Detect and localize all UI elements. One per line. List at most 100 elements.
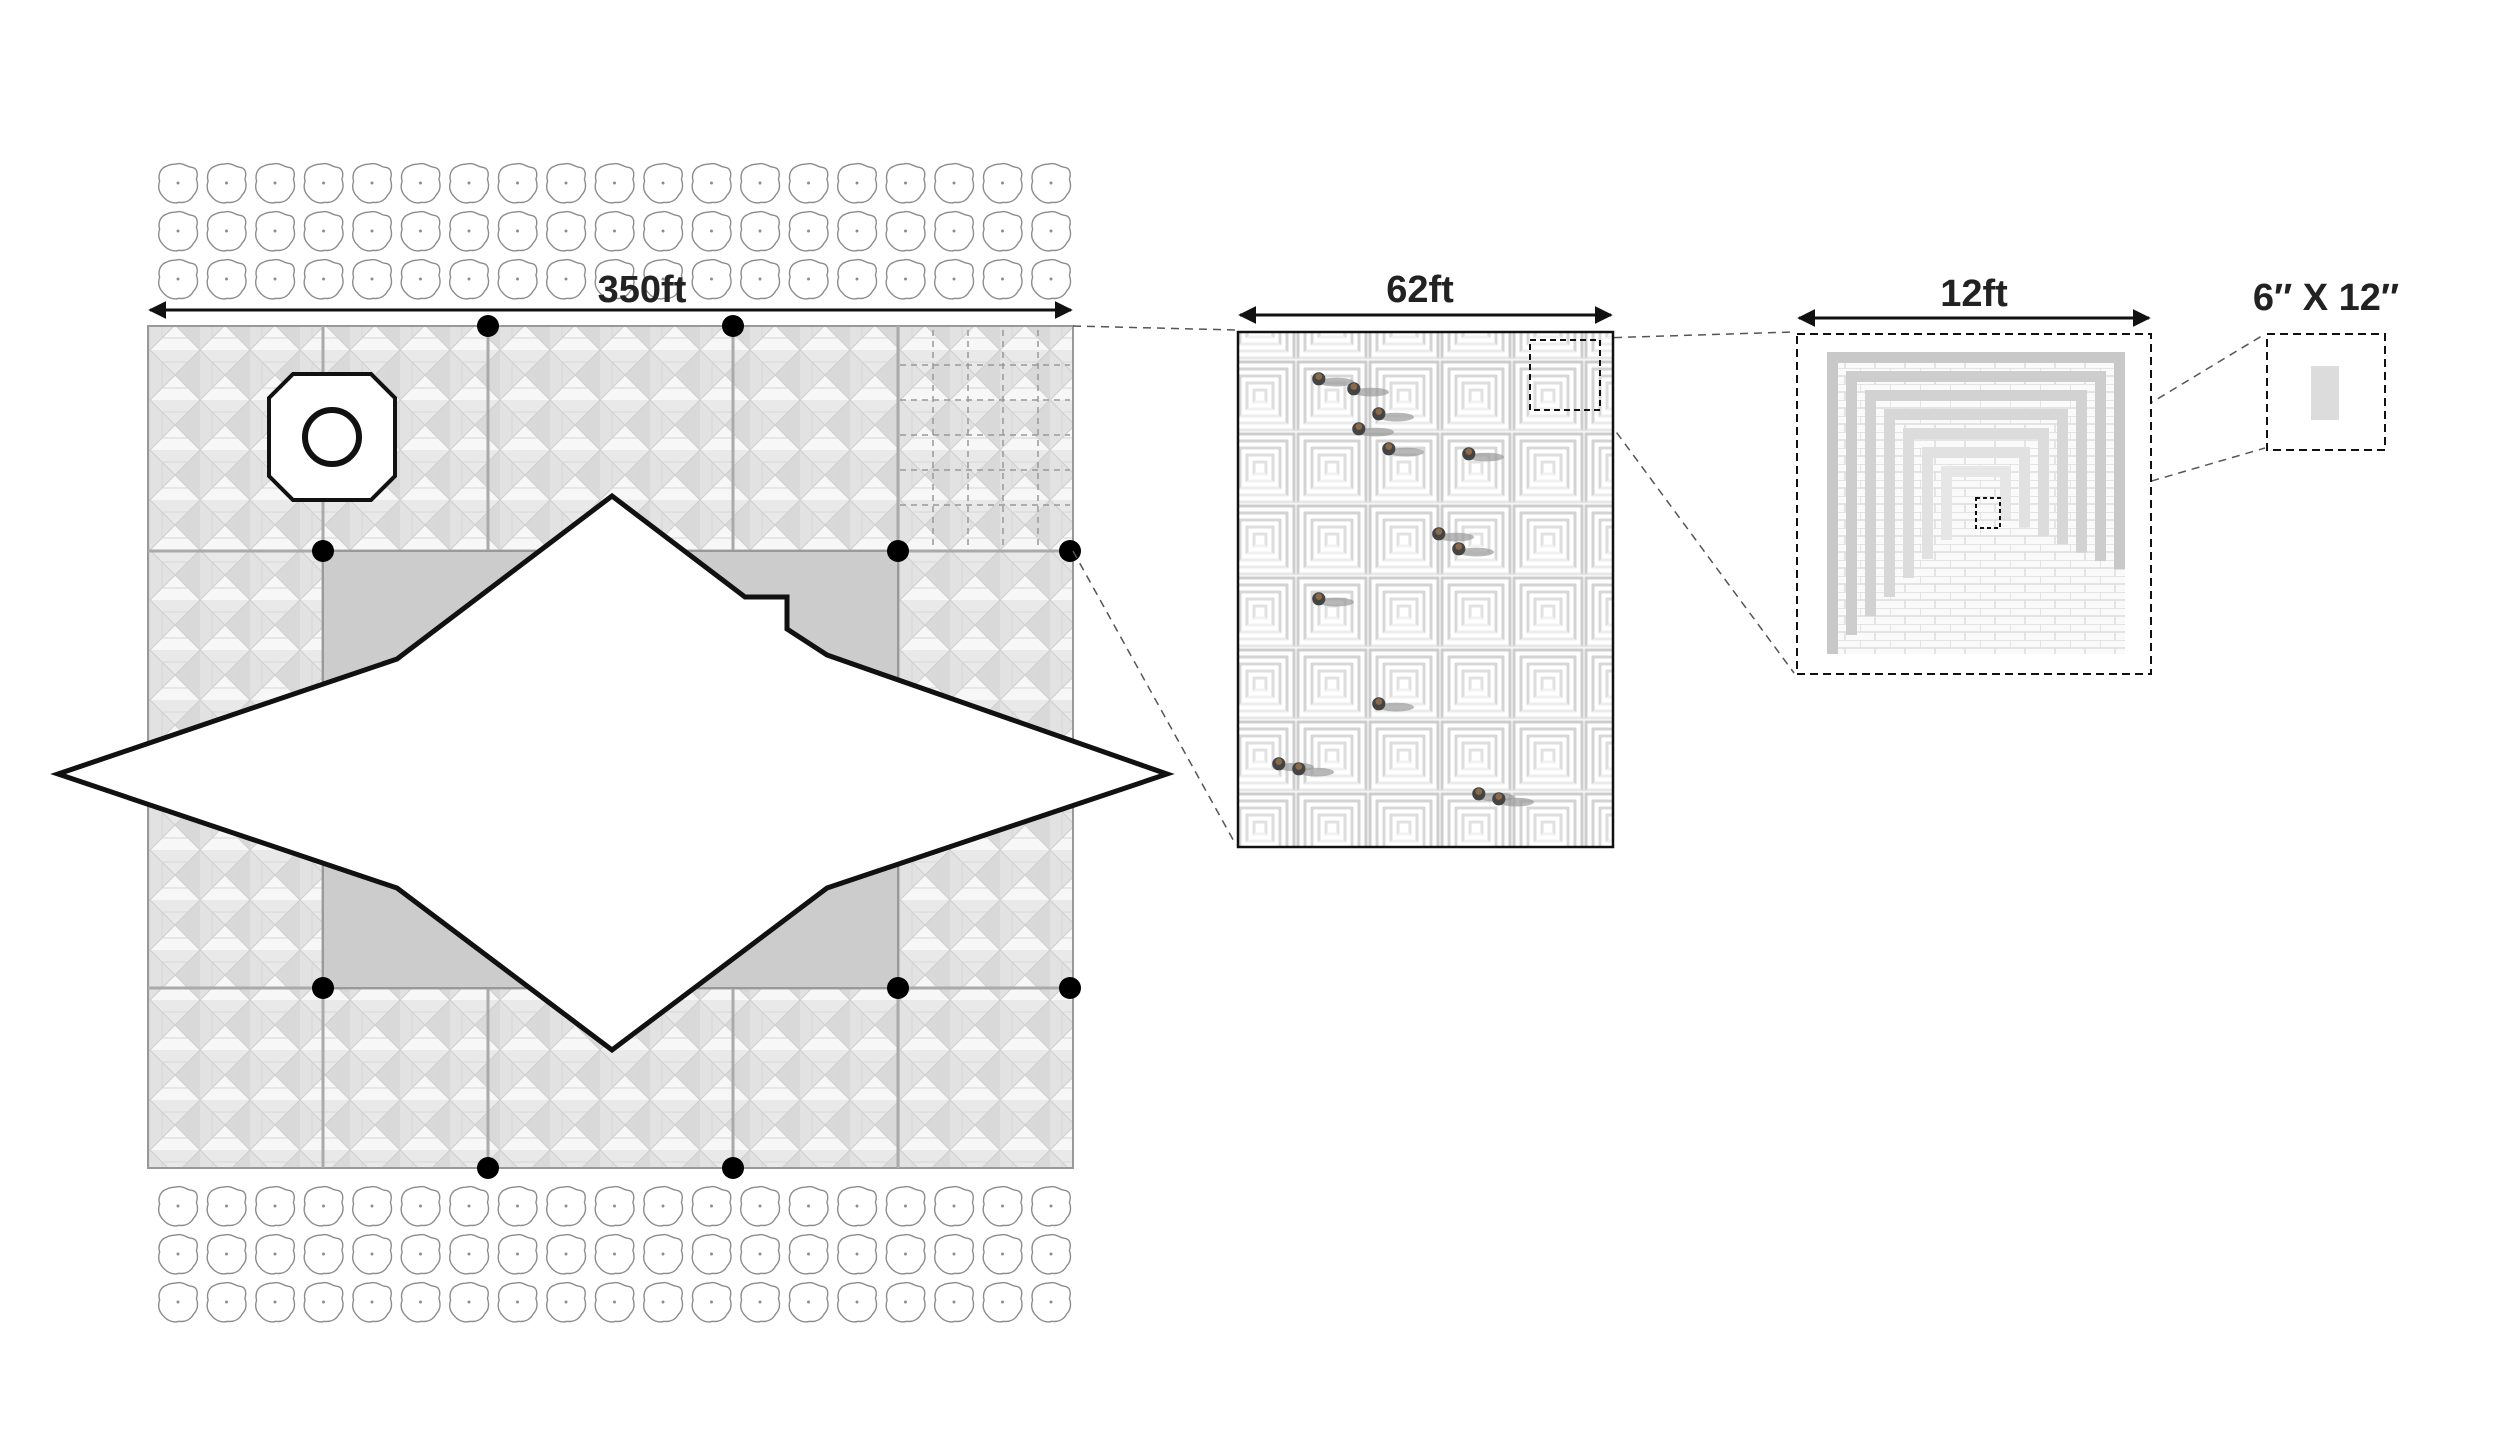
tree-canopy-icon (691, 1233, 732, 1275)
tree-canopy-icon (206, 258, 247, 300)
tree-canopy-icon (934, 258, 975, 300)
tree-canopy-icon (1031, 210, 1072, 252)
tree-canopy-icon (303, 1233, 344, 1275)
building-outline (50, 492, 1175, 1054)
tree-canopy-icon (352, 1233, 393, 1275)
tree-canopy-icon (740, 1281, 781, 1323)
tree-canopy-icon (643, 210, 684, 252)
tree-canopy-icon (594, 162, 635, 204)
dimension-label-paver: 6′′ X 12′′ (2253, 277, 2399, 319)
tree-canopy-icon (400, 162, 441, 204)
tree-canopy-icon (691, 258, 732, 300)
tree-canopy-icon (788, 162, 829, 204)
tree-canopy-icon (400, 258, 441, 300)
tree-canopy-icon (303, 258, 344, 300)
tree-canopy-icon (1031, 1281, 1072, 1323)
paver-ring-right (2019, 447, 2030, 528)
tree-canopy-icon (206, 1281, 247, 1323)
paver-ring-right (2076, 390, 2087, 553)
tree-canopy-icon (594, 1233, 635, 1275)
tree-canopy-icon (255, 258, 296, 300)
tree-row-bottom (158, 1185, 1072, 1323)
tree-canopy-icon (934, 1281, 975, 1323)
tree-canopy-icon (546, 258, 587, 300)
tree-canopy-icon (1031, 162, 1072, 204)
paver-ring-top (1884, 409, 2068, 420)
paver-ring-top (1922, 447, 2030, 458)
paver-ring-top (1827, 352, 2125, 363)
tree-canopy-icon (158, 1233, 199, 1275)
paver-ring-right (2038, 428, 2049, 536)
tree-canopy-icon (497, 1185, 538, 1227)
tree-canopy-icon (982, 210, 1023, 252)
tree-canopy-icon (643, 1185, 684, 1227)
paver-callout-box (1975, 497, 2001, 529)
tree-canopy-icon (788, 258, 829, 300)
tree-canopy-icon (594, 210, 635, 252)
tree-canopy-icon (303, 1281, 344, 1323)
tree-canopy-icon (1031, 1185, 1072, 1227)
dimension-label-350ft: 350ft (598, 269, 687, 311)
tree-canopy-icon (885, 258, 926, 300)
tree-canopy-icon (691, 1281, 732, 1323)
tree-canopy-icon (982, 1281, 1023, 1323)
tree-canopy-icon (497, 258, 538, 300)
tree-canopy-icon (352, 1281, 393, 1323)
tree-canopy-icon (158, 1185, 199, 1227)
paver-ring-top (1903, 428, 2049, 439)
plaza-detail: 62ft (1236, 269, 1615, 849)
tree-canopy-icon (546, 210, 587, 252)
paver-ring-top (1865, 390, 2087, 401)
tree-canopy-icon (255, 1281, 296, 1323)
tree-canopy-icon (982, 1233, 1023, 1275)
tree-canopy-icon (352, 1185, 393, 1227)
octagon-column-icon (267, 372, 397, 502)
tree-canopy-icon (158, 162, 199, 204)
paver-ring-right (2114, 352, 2125, 570)
paver-ring-right (2000, 466, 2011, 520)
tree-canopy-icon (497, 162, 538, 204)
dashed-subgrid (900, 330, 1070, 548)
tree-canopy-icon (352, 162, 393, 204)
tree-canopy-icon (400, 1281, 441, 1323)
tree-canopy-icon (255, 210, 296, 252)
tree-canopy-icon (1031, 258, 1072, 300)
tree-canopy-icon (740, 162, 781, 204)
tree-canopy-icon (303, 210, 344, 252)
tree-canopy-icon (837, 162, 878, 204)
paver-ring-left (1865, 390, 1876, 616)
tree-canopy-icon (643, 1233, 684, 1275)
tree-canopy-icon (885, 210, 926, 252)
tree-canopy-icon (934, 210, 975, 252)
tree-canopy-icon (837, 1233, 878, 1275)
tree-canopy-icon (255, 1233, 296, 1275)
tree-canopy-icon (352, 210, 393, 252)
dimension-label-12ft: 12ft (1940, 273, 2008, 315)
tree-canopy-icon (497, 1281, 538, 1323)
tree-canopy-icon (691, 210, 732, 252)
tree-canopy-icon (740, 1233, 781, 1275)
tree-canopy-icon (400, 1185, 441, 1227)
tree-canopy-icon (255, 162, 296, 204)
tree-canopy-icon (837, 1281, 878, 1323)
paver-ring-top (1941, 466, 2011, 477)
tree-canopy-icon (206, 162, 247, 204)
tree-canopy-icon (449, 210, 490, 252)
tree-canopy-icon (594, 1185, 635, 1227)
tree-canopy-icon (158, 1281, 199, 1323)
tree-canopy-icon (885, 1185, 926, 1227)
tree-canopy-icon (206, 1233, 247, 1275)
paver-ring-right (2057, 409, 2068, 545)
tree-canopy-icon (982, 258, 1023, 300)
tree-canopy-icon (352, 258, 393, 300)
tree-canopy-icon (691, 1185, 732, 1227)
paver-ring-left (1922, 447, 1933, 559)
tree-canopy-icon (982, 162, 1023, 204)
tree-canopy-icon (740, 1185, 781, 1227)
paver-ring-left (1903, 428, 1914, 578)
tree-canopy-icon (497, 210, 538, 252)
tree-canopy-icon (982, 1185, 1023, 1227)
tree-canopy-icon (449, 162, 490, 204)
tree-canopy-icon (885, 1233, 926, 1275)
